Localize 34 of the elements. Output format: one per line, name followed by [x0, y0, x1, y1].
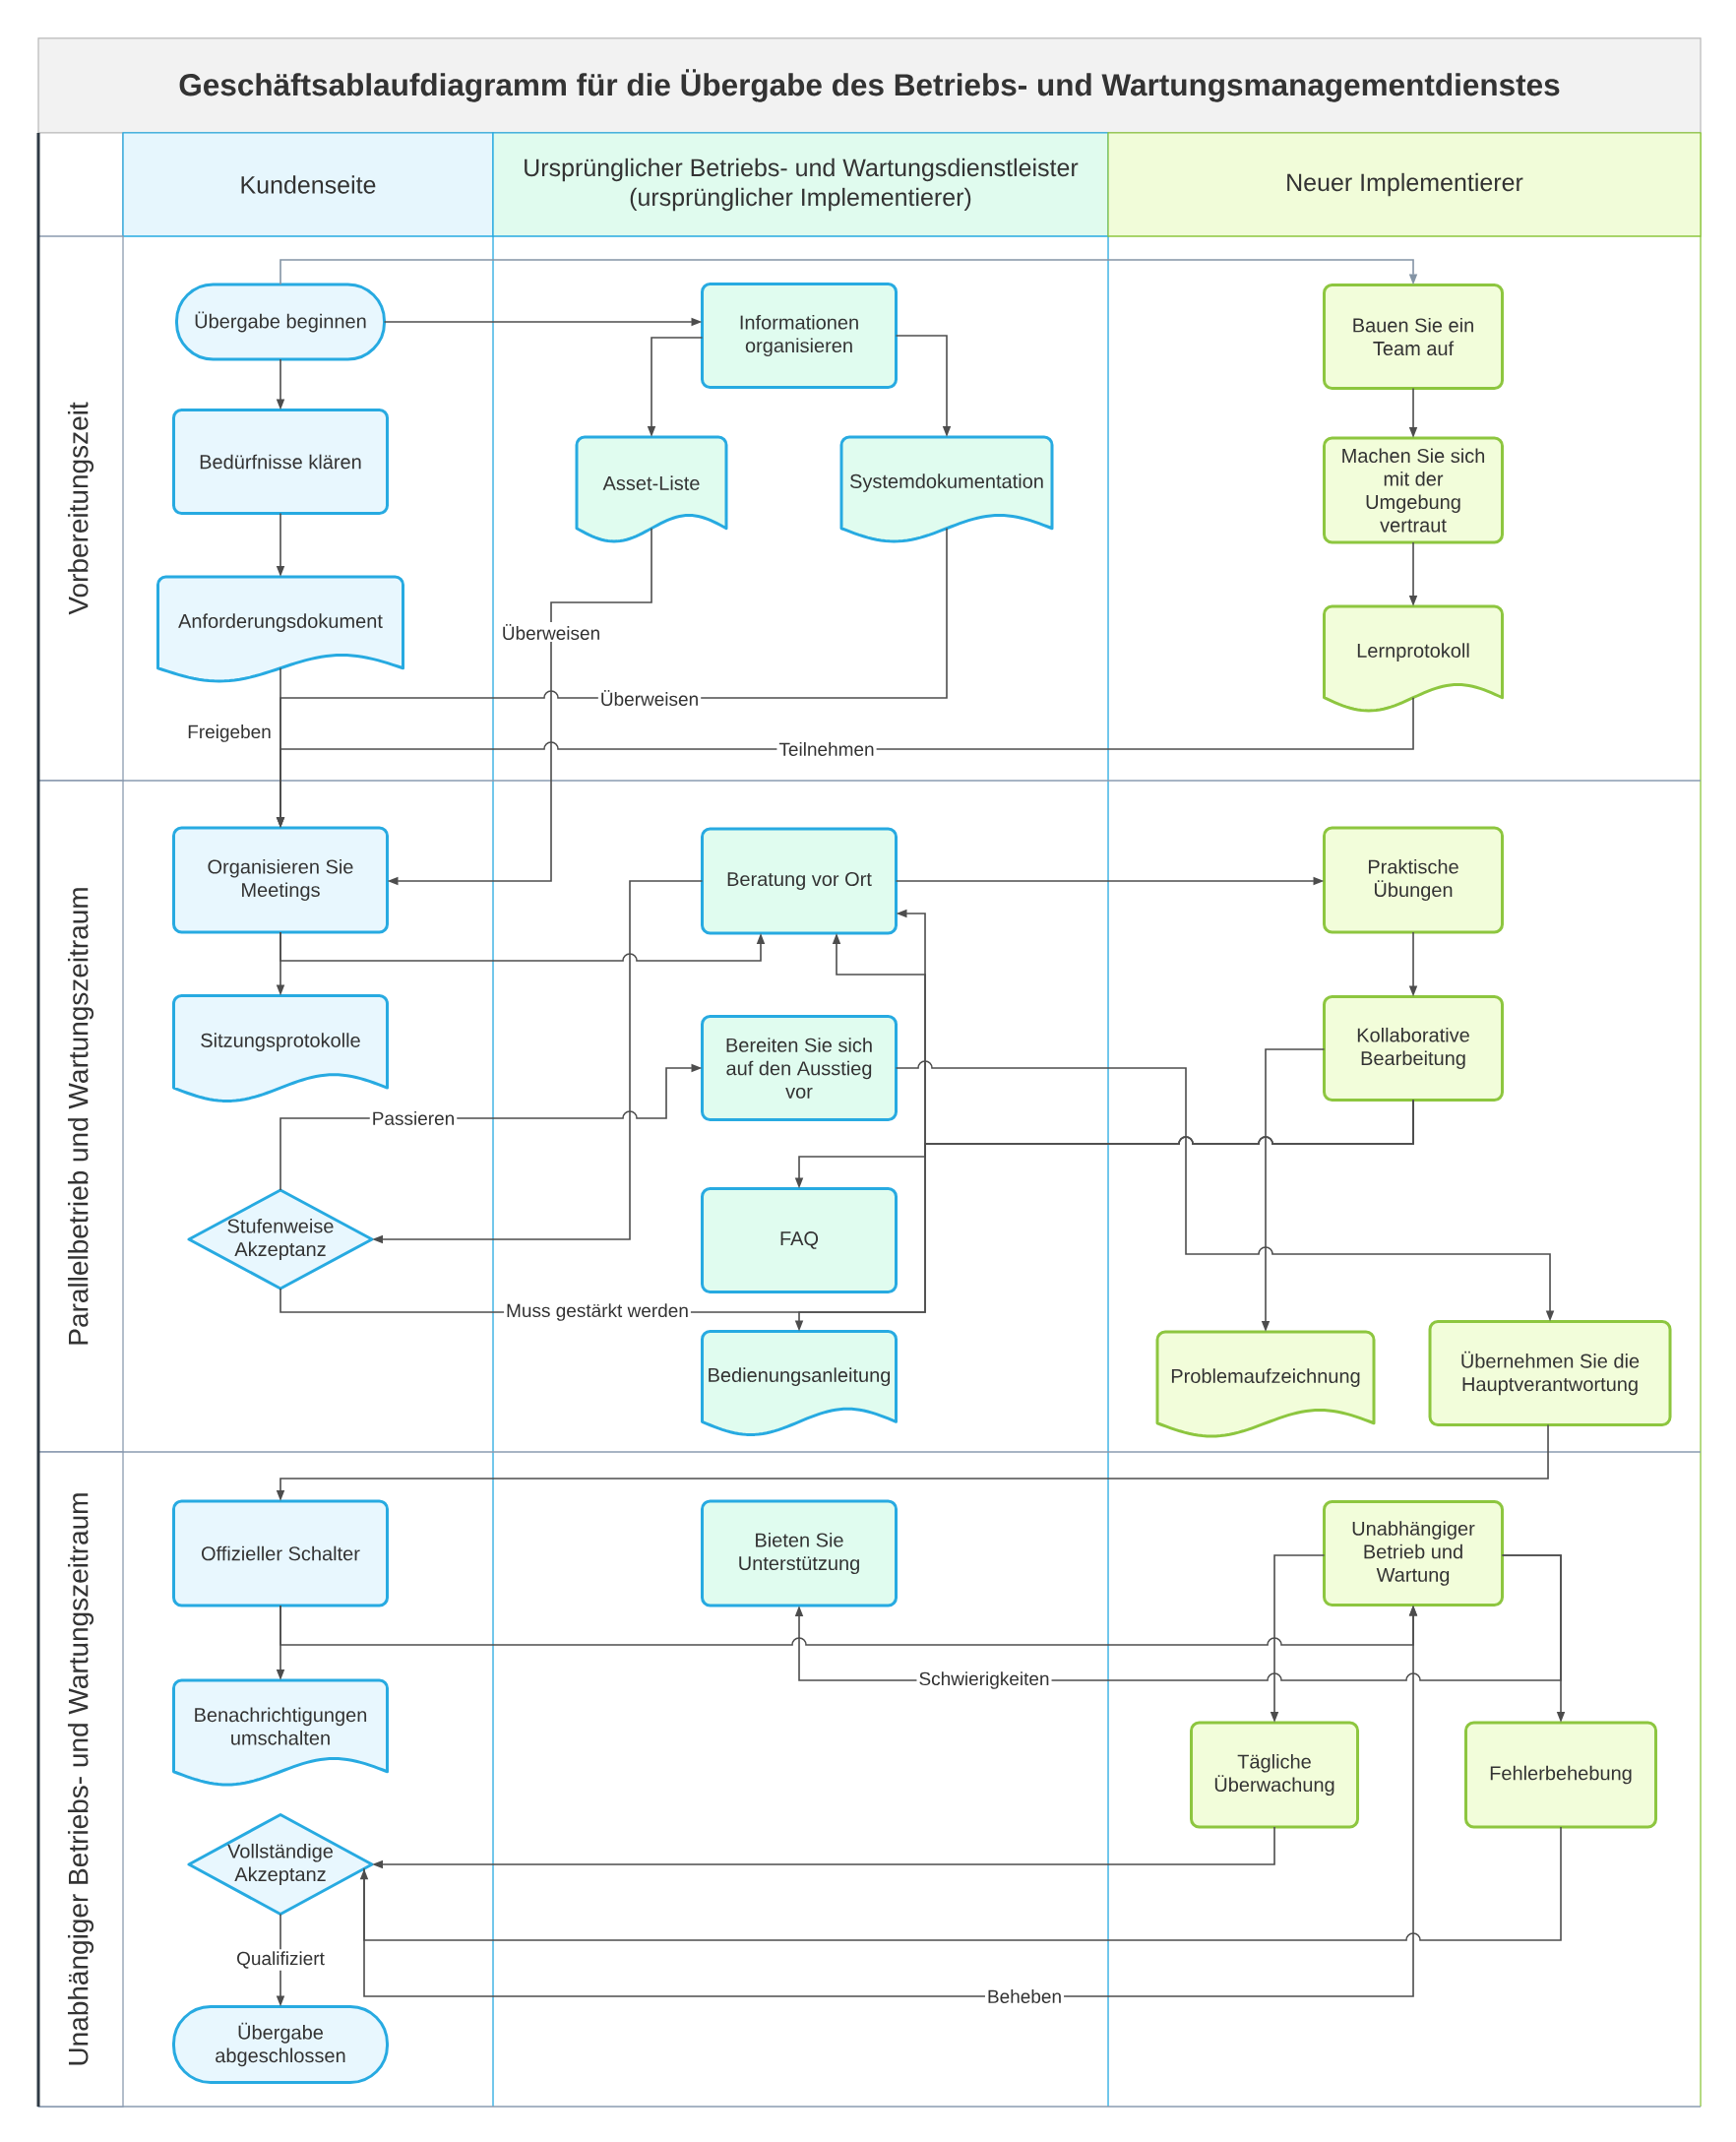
edge-label: Teilnehmen [776, 740, 877, 758]
edge-label: Muss gestärkt werden [504, 1301, 691, 1323]
process-box: Tägliche Überwachung [1190, 1721, 1359, 1829]
edge-label: Freigeben [185, 723, 274, 744]
process-box: Beratung vor Ort [701, 827, 898, 935]
process-box: Bereiten Sie sich auf den Ausstieg vor [701, 1015, 898, 1121]
phase-header: Vorbereitungszeit [37, 235, 124, 782]
arrow [359, 1826, 1562, 1941]
lane-header: Neuer Implementierer [1107, 132, 1702, 237]
process-box: Bieten Sie Unterstützung [701, 1499, 898, 1607]
process-box: Offizieller Schalter [172, 1499, 389, 1607]
process-box: Informationen organisieren [701, 283, 898, 389]
lane-header: Ursprünglicher Betriebs- und Wartungsdienstleister (ursprünglicher Implementierer) [492, 132, 1109, 237]
lane-header: Kundenseite [122, 132, 494, 237]
phase-header: Unabhängiger Betriebs- und Wartungszeitraum [37, 1451, 124, 2108]
title-bar: Geschäftsablaufdiagramm für die Übergabe des Betriebs- und Wartungsmanagementdienstes [37, 37, 1702, 134]
process-box: Bedürfnisse klären [172, 409, 389, 515]
process-box: Praktische Übungen [1323, 826, 1504, 934]
process-box: Fehlerbehebung [1464, 1721, 1657, 1829]
process-box: Unabhängiger Betrieb und Wartung [1323, 1500, 1504, 1606]
edge-label: Beheben [984, 1987, 1065, 2005]
edge-label: Überweisen [499, 621, 603, 642]
phase-header: Parallelbetrieb und Wartungszeitraum [37, 780, 124, 1453]
edge-label: Qualifiziert [234, 1949, 327, 1971]
arrow [279, 259, 1418, 285]
process-box: Machen Sie sich mit der Umgebung vertraut [1323, 436, 1504, 544]
process-box: Kollaborative Bearbeitung [1323, 995, 1504, 1102]
edge-label: Überweisen [597, 687, 702, 709]
process-box: Organisieren Sie Meetings [172, 826, 389, 934]
process-box: FAQ [701, 1187, 898, 1293]
edge-label: Passieren [369, 1109, 458, 1127]
edge-label: Schwierigkeiten [916, 1670, 1052, 1691]
process-box: Bauen Sie ein Team auf [1323, 284, 1504, 390]
process-box: Übernehmen Sie die Hauptverantwortung [1428, 1320, 1672, 1426]
